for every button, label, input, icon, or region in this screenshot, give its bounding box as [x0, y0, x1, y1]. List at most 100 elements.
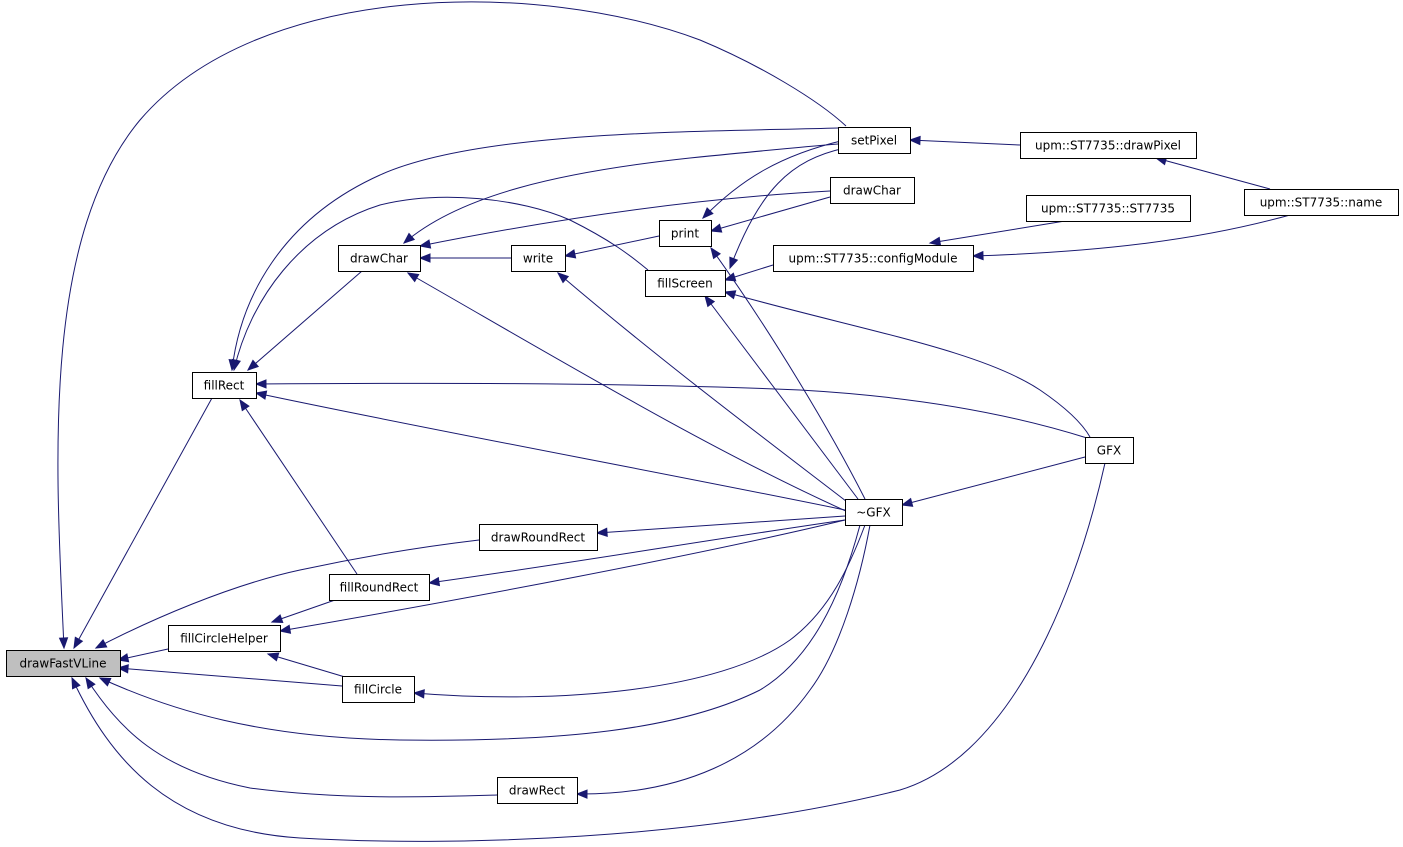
edge-line [233, 196, 649, 371]
node-name[interactable]: upm::ST7735::name [1244, 189, 1399, 216]
edge-fillRect-to-fillRoundRect [239, 398, 358, 575]
arrowhead-icon [418, 253, 431, 263]
node-fillScreen[interactable]: fillScreen [645, 270, 726, 297]
edge-drawRect-to-tildeGFX [575, 524, 871, 799]
edge-fillCircleHelper-to-tildeGFX [278, 519, 846, 634]
node-box[interactable] [338, 245, 421, 272]
node-drawRoundRect[interactable]: drawRoundRect [479, 524, 598, 551]
node-label: setPixel [851, 134, 897, 148]
node-box[interactable] [1026, 195, 1191, 222]
node-write[interactable]: write [511, 245, 566, 272]
node-box[interactable] [511, 245, 566, 272]
node-drawPixel[interactable]: upm::ST7735::drawPixel [1020, 132, 1197, 159]
edge-line [724, 291, 1091, 438]
edge-line [407, 272, 849, 513]
node-box[interactable] [497, 777, 578, 804]
edge-drawFastVLine-to-setPixel [57, 1, 847, 650]
node-label: upm::ST7735::ST7735 [1041, 202, 1175, 216]
edge-fillScreen-to-setPixel [729, 147, 846, 270]
node-box[interactable] [192, 372, 257, 399]
arrowhead-icon [231, 358, 241, 372]
node-drawCharB[interactable]: drawChar [830, 177, 915, 204]
node-label: fillScreen [657, 277, 712, 291]
edge-line [117, 667, 343, 687]
arrowhead-icon [723, 272, 737, 282]
node-box[interactable] [1085, 437, 1134, 464]
arrowhead-icon [94, 638, 108, 649]
edge-line [95, 539, 480, 649]
edge-drawFastVLine-to-GFX [71, 462, 1106, 842]
edge-line [71, 462, 1106, 842]
node-box[interactable] [6, 650, 121, 677]
edge-fillRect-to-tildeGFX [254, 390, 846, 511]
arrowhead-icon [908, 135, 921, 146]
node-box[interactable] [479, 524, 598, 551]
node-setPixel[interactable]: setPixel [838, 127, 911, 154]
edge-fillScreen-to-tildeGFX [704, 294, 859, 500]
edges-layer [57, 1, 1291, 842]
node-box[interactable] [1020, 132, 1197, 159]
edge-print-to-setPixel [702, 139, 846, 219]
edge-drawRoundRect-to-tildeGFX [595, 515, 846, 538]
node-fillCircleHelper[interactable]: fillCircleHelper [168, 625, 281, 652]
node-configModule[interactable]: upm::ST7735::configModule [773, 245, 974, 272]
arrowhead-icon [575, 789, 588, 799]
node-label: drawRect [509, 784, 565, 798]
edge-drawCharA-to-write [418, 253, 511, 263]
node-drawCharA[interactable]: drawChar [338, 245, 421, 272]
node-drawRect[interactable]: drawRect [497, 777, 578, 804]
edge-drawFastVLine-to-fillRect [73, 397, 213, 650]
edge-line [702, 139, 846, 219]
node-label: print [671, 227, 699, 241]
node-box[interactable] [168, 625, 281, 652]
node-ctor[interactable]: upm::ST7735::ST7735 [1026, 195, 1191, 222]
arrowhead-icon [116, 664, 129, 674]
node-print[interactable]: print [659, 220, 712, 247]
node-drawFastVLine[interactable]: drawFastVLine [6, 650, 121, 677]
edge-drawFastVLine-to-drawRoundRect [94, 539, 480, 649]
node-box[interactable] [342, 676, 415, 703]
node-box[interactable] [645, 270, 726, 297]
arrowhead-icon [556, 272, 570, 284]
edge-line [419, 190, 831, 247]
node-tildeGFX[interactable]: ~GFX [845, 499, 903, 526]
edge-fillCircleHelper-to-fillRoundRect [270, 599, 336, 624]
edge-line [73, 397, 213, 649]
edge-fillScreen-to-configModule [723, 264, 774, 282]
node-GFX[interactable]: GFX [1085, 437, 1134, 464]
edge-fillScreen-to-GFX [723, 290, 1091, 438]
node-box[interactable] [845, 499, 903, 526]
edge-setPixel-to-drawPixel [908, 135, 1021, 146]
arrowhead-icon [971, 250, 984, 261]
edge-line [704, 295, 859, 500]
edge-fillRect-to-fillScreen [231, 196, 649, 372]
edge-configModule-to-ctor [928, 220, 1066, 246]
edge-line [403, 143, 839, 244]
node-box[interactable] [1244, 189, 1399, 216]
node-fillCircle[interactable]: fillCircle [342, 676, 415, 703]
edge-line [1155, 157, 1271, 190]
edge-drawCharA-to-setPixel [402, 143, 839, 244]
node-box[interactable] [830, 177, 915, 204]
edge-line [99, 524, 861, 741]
node-label: ~GFX [856, 506, 890, 520]
edge-line [413, 524, 866, 698]
edge-drawFastVLine-to-fillCircleHelper [116, 648, 169, 663]
edge-line [255, 392, 846, 511]
node-label: upm::ST7735::name [1260, 196, 1383, 210]
edge-line [85, 677, 498, 798]
arrowhead-icon [427, 576, 441, 587]
node-label: fillRect [204, 379, 245, 393]
node-box[interactable] [773, 245, 974, 272]
edge-drawPixel-to-name [1154, 156, 1271, 190]
node-label: drawChar [350, 252, 408, 266]
node-box[interactable] [838, 127, 911, 154]
node-label: drawFastVLine [19, 657, 106, 671]
edge-line [57, 1, 847, 649]
edge-line [576, 524, 871, 795]
node-box[interactable] [329, 574, 430, 601]
node-fillRect[interactable]: fillRect [192, 372, 257, 399]
node-fillRoundRect[interactable]: fillRoundRect [329, 574, 430, 601]
node-box[interactable] [659, 220, 712, 247]
arrowhead-icon [723, 290, 737, 300]
